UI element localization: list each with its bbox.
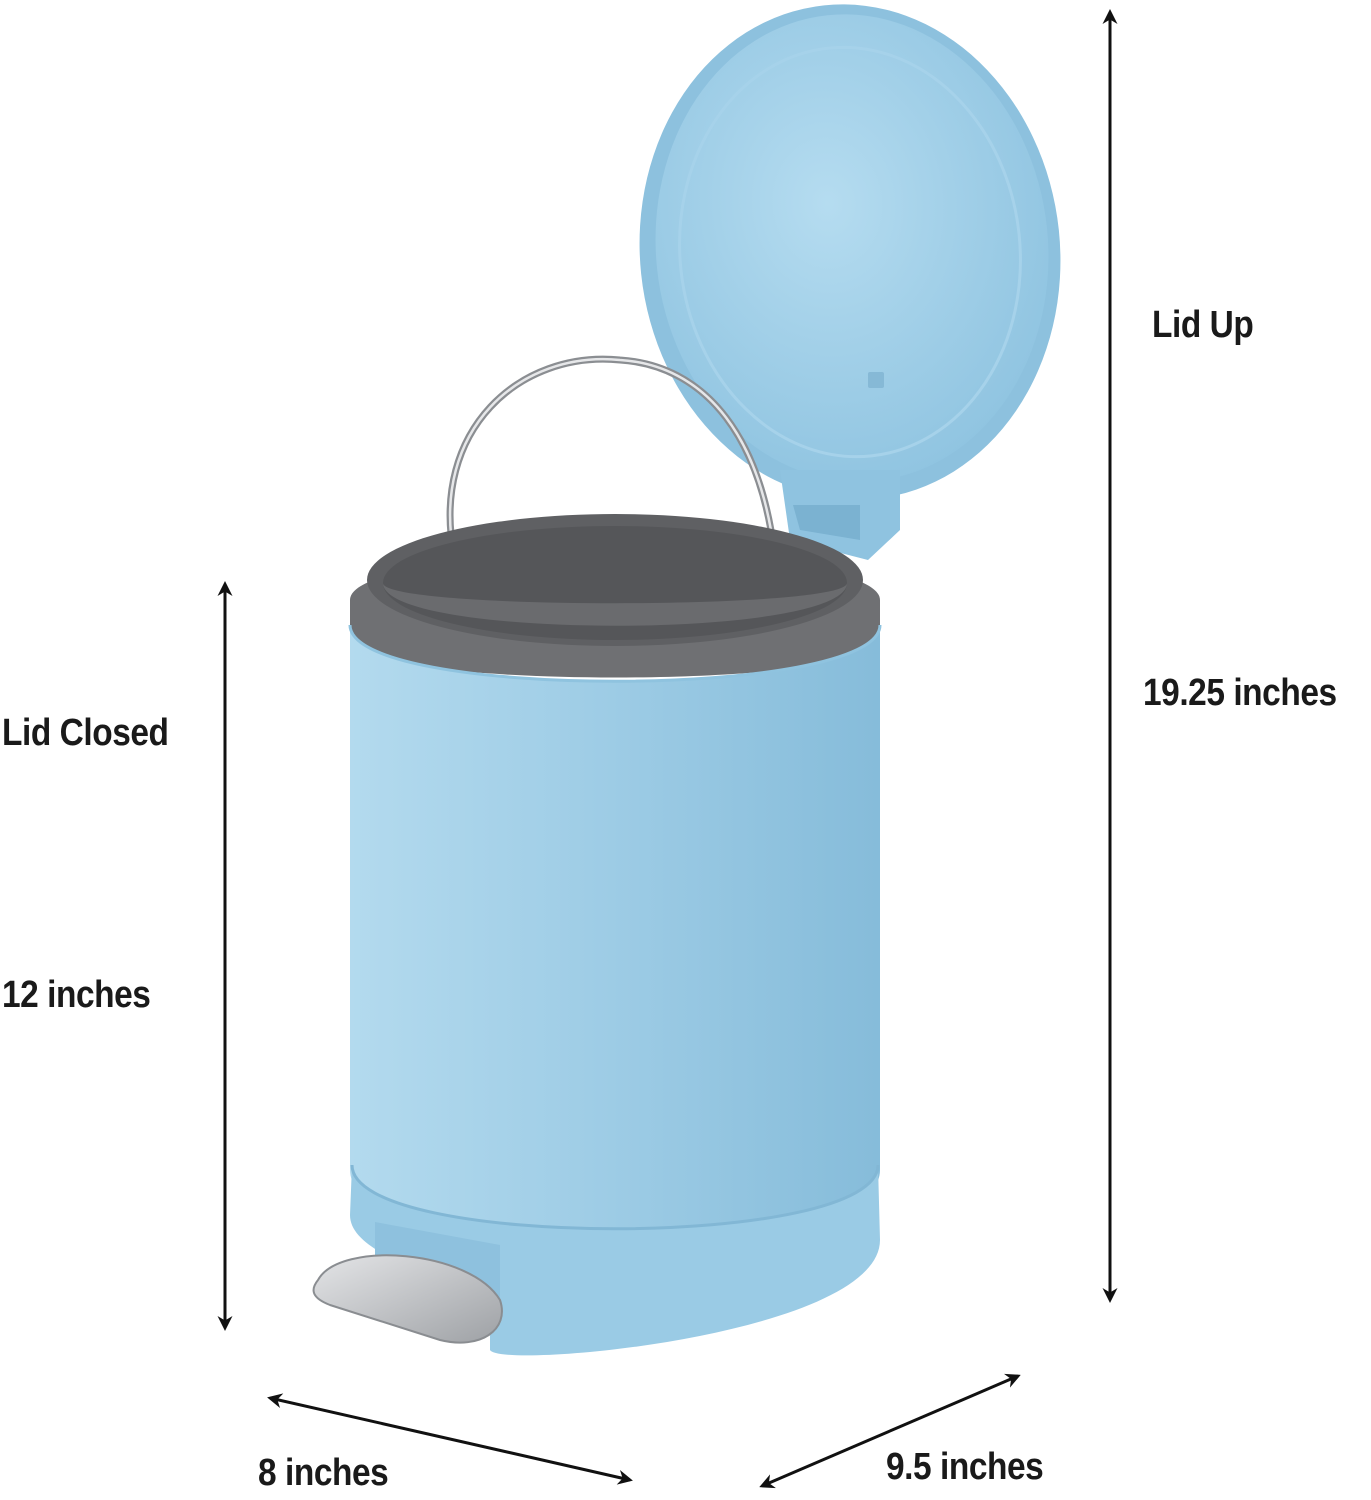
width-label: 8 inches <box>258 1452 389 1494</box>
lid-up-label: Lid Up <box>1152 304 1254 346</box>
trash-can-body <box>350 625 880 1245</box>
foot-pedal <box>312 1254 503 1344</box>
height-lid-closed-label: 12 inches <box>2 974 151 1016</box>
width-arrow <box>267 1393 633 1485</box>
base-ring <box>350 1165 880 1356</box>
lid-closed-label: Lid Closed <box>2 712 169 754</box>
inner-liner <box>350 514 880 678</box>
depth-arrow <box>759 1373 1021 1489</box>
height-lid-up-label: 19.25 inches <box>1143 672 1337 714</box>
depth-label: 9.5 inches <box>886 1446 1044 1488</box>
trash-can-lid <box>639 4 1061 560</box>
